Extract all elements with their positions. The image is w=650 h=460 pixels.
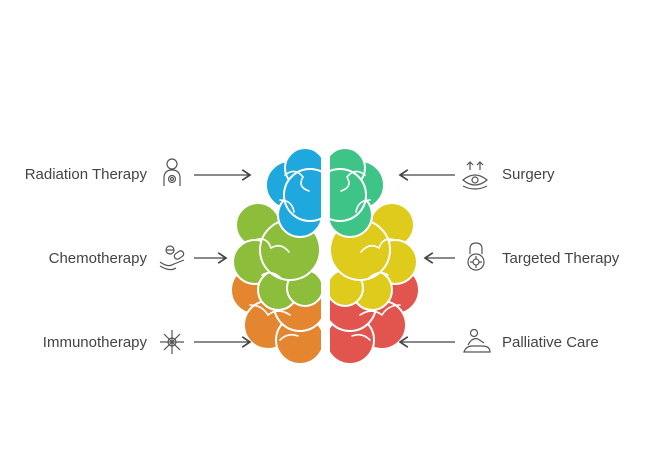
label-targeted-therapy: Targeted Therapy (502, 250, 620, 267)
label-palliative-care: Palliative Care (502, 334, 599, 351)
label-surgery: Surgery (502, 166, 555, 183)
brain-folds (249, 170, 401, 341)
snowflake-cell-icon (160, 330, 184, 354)
brain-region-chemotherapy (232, 202, 321, 311)
patient-radiation-icon (163, 158, 181, 186)
lock-target-icon (467, 242, 485, 271)
massage-care-icon (463, 328, 491, 353)
eye-surgery-icon (462, 161, 488, 190)
brain-region-radiation (265, 147, 321, 238)
pills-hand-icon (159, 245, 185, 271)
label-chemotherapy: Chemotherapy (48, 250, 147, 267)
label-radiation-therapy: Radiation Therapy (24, 166, 147, 183)
label-immunotherapy: Immunotherapy (42, 334, 147, 351)
